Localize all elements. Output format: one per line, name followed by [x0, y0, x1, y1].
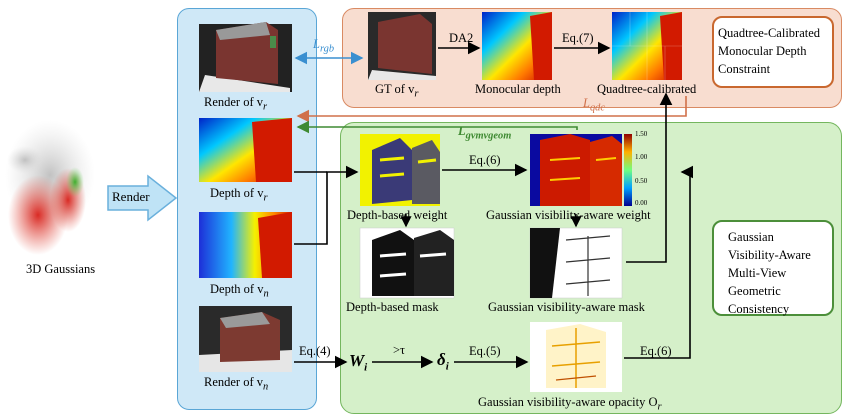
- depth-based-mask-label: Depth-based mask: [346, 300, 439, 314]
- delta-i-symbol: δi: [437, 350, 449, 373]
- colorbar-tick-100: 1.00: [635, 153, 648, 161]
- render-vn-image: [199, 306, 292, 372]
- colorbar-tick-050: 0.50: [635, 177, 648, 185]
- quadtree-constraint-box: Quadtree-Calibrated Monocular Depth Cons…: [712, 16, 834, 88]
- render-arrow-shape: [107, 174, 178, 222]
- gaussian-visibility-weight-label: Gaussian visibility-aware weight: [486, 208, 651, 222]
- gaussian-visibility-opacity-image: [530, 322, 622, 392]
- gt-vr-label: GT of vr: [375, 82, 419, 100]
- gaussians-label: 3D Gaussians: [26, 262, 96, 276]
- depth-vn-connector: [294, 165, 359, 245]
- visibility-consistency-box: Gaussian Visibility-Aware Multi-View Geo…: [712, 220, 834, 316]
- mask-to-qdc-arrow: [626, 92, 673, 263]
- colorbar-tick-000: 0.00: [635, 199, 648, 207]
- depth-based-weight-image: [360, 134, 440, 206]
- render-label: Render: [112, 189, 150, 204]
- eq4-label: Eq.(4): [299, 344, 331, 358]
- gaussian-visibility-mask-image: [529, 227, 623, 299]
- eq7-label: Eq.(7): [562, 31, 594, 45]
- depth-vr-label: Depth of vr: [210, 186, 268, 204]
- lqdc-arrow: [296, 96, 687, 123]
- depth-vr-image: [199, 118, 292, 182]
- tau-label: >τ: [393, 343, 406, 357]
- quadtree-calibrated-image: [612, 12, 682, 80]
- render-vr-label: Render of vr: [204, 95, 268, 113]
- colorbar-tick-150: 1.50: [635, 130, 648, 138]
- lqdc-label: Lqdc: [583, 96, 605, 114]
- colorbar: [624, 134, 632, 206]
- lgvm-arrow: [296, 120, 578, 134]
- depth-based-weight-label: Depth-based weight: [347, 208, 448, 222]
- gaussian-visibility-weight-image: [530, 134, 622, 206]
- gaussian-visibility-opacity-label: Gaussian visibility-aware opacity Or: [478, 395, 662, 413]
- monocular-depth-label: Monocular depth: [475, 82, 561, 96]
- gaussians-illustration: [5, 120, 95, 255]
- depth-vn-label: Depth of vn: [210, 282, 269, 300]
- lgvm-label: Lgvmvgeom: [458, 124, 512, 142]
- depth-vn-image: [199, 212, 292, 278]
- da2-label: DA2: [449, 31, 474, 45]
- render-vn-label: Render of vn: [204, 375, 269, 393]
- eq5-label: Eq.(5): [469, 344, 501, 358]
- gaussian-visibility-mask-label: Gaussian visibility-aware mask: [488, 300, 645, 314]
- gt-vr-image: [368, 12, 436, 80]
- eq6-top-label: Eq.(6): [469, 153, 501, 167]
- lrgb-label: Lrgb: [313, 37, 335, 55]
- eq6-bottom-arrow: [624, 165, 694, 359]
- monocular-depth-image: [482, 12, 552, 80]
- eq6-bottom-label: Eq.(6): [640, 344, 672, 358]
- w-i-symbol: Wi: [349, 351, 368, 374]
- depth-based-mask-image: [359, 227, 455, 299]
- render-vr-image: [199, 22, 292, 92]
- quadtree-calibrated-label: Quadtree-calibrated: [597, 82, 697, 96]
